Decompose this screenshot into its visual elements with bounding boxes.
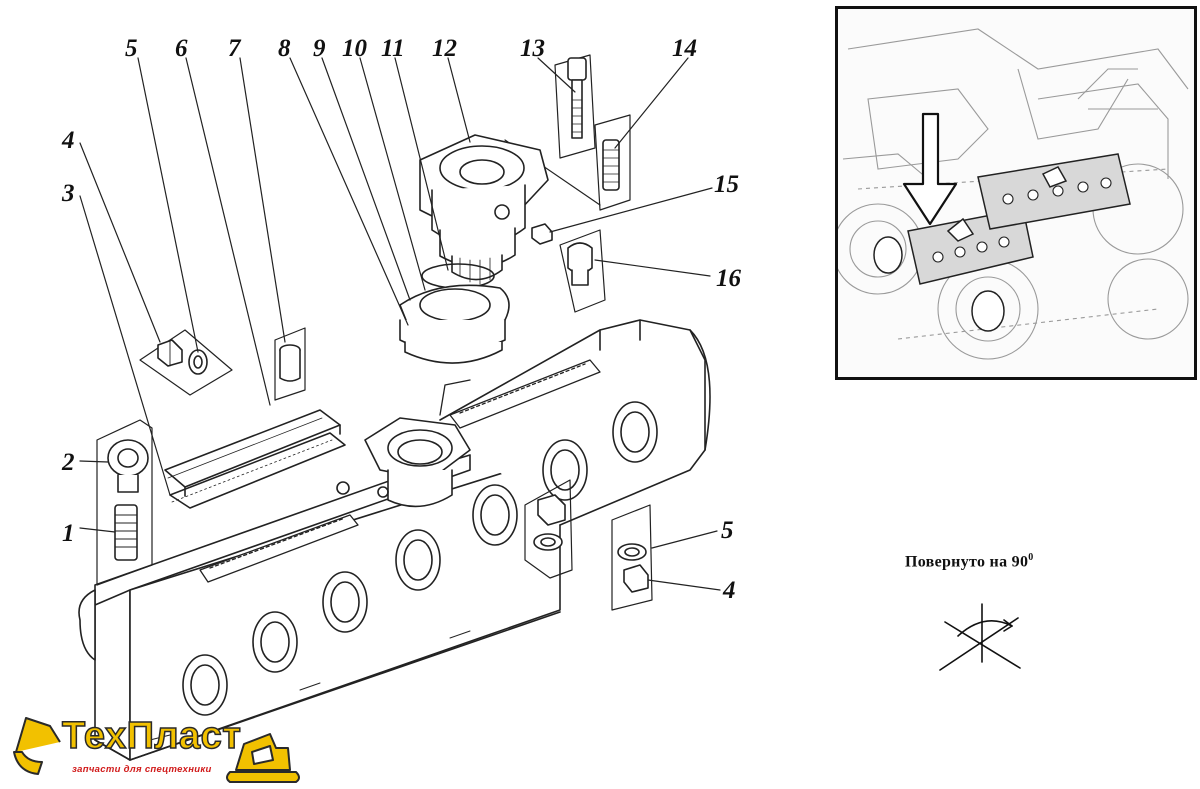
rotation-symbol	[939, 603, 1021, 671]
callout-14: 14	[672, 35, 697, 62]
callout-8: 8	[278, 35, 291, 62]
logo-tagline: запчасти для спецтехники	[72, 764, 212, 775]
callout-11: 11	[381, 35, 405, 62]
part-stud-upper	[602, 139, 620, 191]
part-cap	[567, 242, 593, 286]
part-bushing	[279, 344, 301, 382]
part-washer	[188, 349, 208, 375]
machine-sketch	[838, 28, 1189, 360]
callout-15: 15	[714, 171, 739, 198]
rotation-note-degree: 0	[1028, 552, 1034, 563]
rotation-note-text: Повернуто на 90	[905, 553, 1029, 571]
location-arrow-icon	[902, 112, 958, 226]
brand-logo: ТехПласт запчасти для спецтехники	[8, 712, 308, 786]
part-eye-bolt	[107, 439, 149, 493]
callout-5-lower: 5	[721, 517, 734, 544]
part-stud	[114, 504, 138, 561]
callout-2: 2	[61, 449, 75, 476]
callout-16: 16	[716, 265, 742, 292]
part-plug-right	[533, 494, 649, 593]
callout-labels: 1 2 3 4 5 6 7 8 9 10 11 12 13 14 15 16 5…	[61, 35, 742, 604]
callout-12: 12	[432, 35, 457, 62]
part-bolt	[567, 57, 587, 139]
callout-10: 10	[342, 35, 368, 62]
housing-flange	[336, 417, 471, 508]
part-seal-rings	[399, 284, 510, 364]
callout-4: 4	[61, 127, 75, 154]
cover-plate	[164, 409, 346, 509]
location-inset	[835, 6, 1197, 380]
callout-13: 13	[520, 35, 545, 62]
callout-5: 5	[125, 35, 138, 62]
callout-4-lower: 4	[722, 577, 736, 604]
callout-6: 6	[175, 35, 188, 62]
rotation-note: Повернуто на 900	[905, 552, 1034, 571]
housing-inspection-windows	[199, 359, 601, 583]
callout-7: 7	[228, 35, 242, 62]
part-breather	[531, 223, 553, 245]
logo-name: ТехПласт	[61, 714, 242, 758]
drive-unit	[419, 134, 549, 285]
housing-body	[78, 319, 711, 761]
callout-9: 9	[313, 35, 326, 62]
housing-bores	[182, 401, 658, 716]
leader-lines	[79, 57, 721, 591]
part-plug	[157, 339, 183, 367]
callout-1: 1	[62, 520, 75, 547]
callout-3: 3	[61, 180, 75, 207]
excavator-logo-icon	[13, 717, 300, 783]
